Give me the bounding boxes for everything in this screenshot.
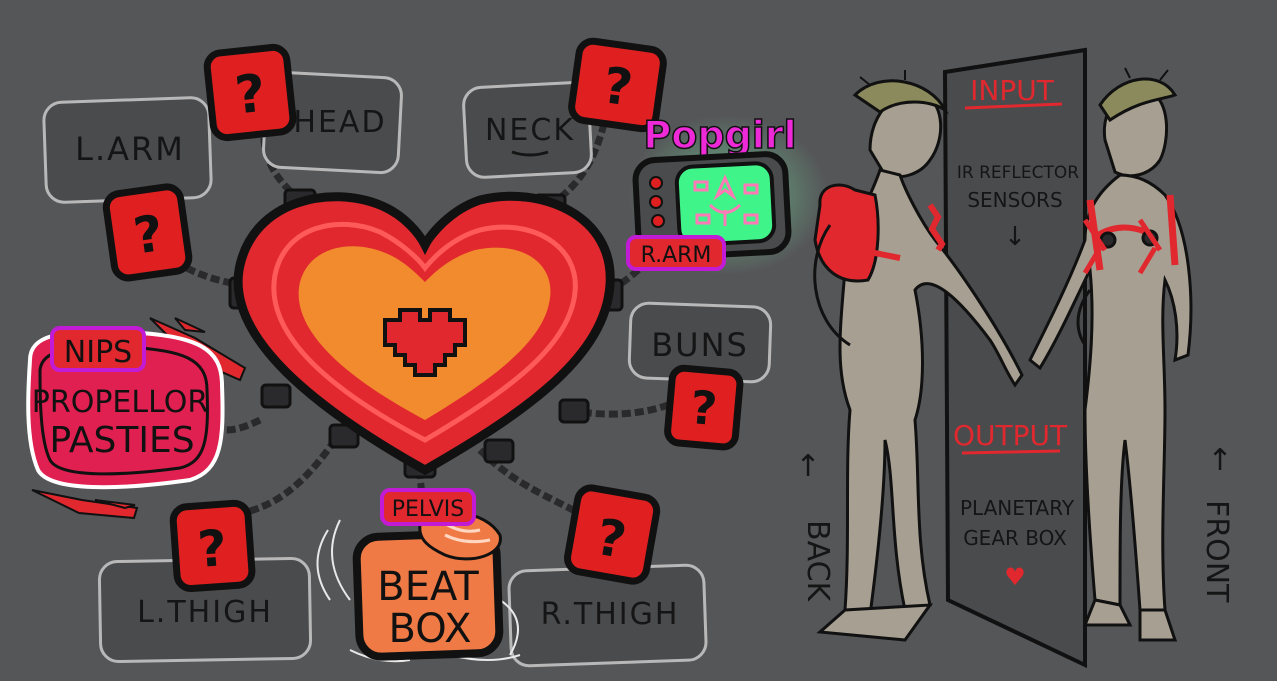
beatbox-line1: BEAT bbox=[377, 564, 479, 610]
slot-larm: L.ARM bbox=[42, 96, 213, 204]
unknown-module-rthigh: ? bbox=[564, 484, 661, 585]
unknown-module-head: ? bbox=[203, 43, 297, 142]
front-label: FRONT bbox=[1199, 500, 1234, 603]
input-arrow-icon: ↓ bbox=[1004, 222, 1026, 252]
output-line2: GEAR BOX bbox=[963, 526, 1067, 550]
beatbox-line2: BOX bbox=[388, 606, 471, 652]
unknown-module-lthigh-mark: ? bbox=[196, 519, 229, 579]
unknown-module-buns: ? bbox=[664, 364, 744, 451]
popgirl-tag: R.ARM bbox=[641, 243, 712, 268]
info-panel: INPUT IR REFLECTOR SENSORS ↓ OUTPUT PLAN… bbox=[942, 47, 1087, 669]
unknown-module-buns-mark: ? bbox=[688, 380, 719, 436]
slot-buns-label: BUNS bbox=[651, 326, 749, 364]
popgirl-device: Popgirl R.ARM bbox=[626, 112, 828, 275]
input-line2: SENSORS bbox=[967, 188, 1062, 212]
popgirl-title: Popgirl bbox=[643, 113, 796, 157]
nips-tag: NIPS bbox=[64, 335, 132, 370]
front-arrow-icon: ↑ bbox=[1207, 443, 1232, 478]
back-label-group: ↑ BACK bbox=[795, 449, 835, 603]
slot-lthigh-label: L.THIGH bbox=[137, 595, 273, 630]
nips-line1: PROPELLOR bbox=[32, 385, 208, 420]
slot-rthigh: R.THIGH bbox=[507, 563, 708, 668]
output-line1: PLANETARY bbox=[960, 496, 1075, 520]
slot-buns: BUNS bbox=[627, 301, 773, 384]
output-heart-icon: ♥ bbox=[1004, 563, 1026, 591]
heart-core bbox=[228, 188, 624, 479]
figure-back bbox=[813, 70, 1024, 642]
figure-front bbox=[1028, 67, 1193, 642]
slot-neck-label: NECK bbox=[485, 113, 575, 148]
nips-line2: PASTIES bbox=[49, 420, 194, 461]
beatbox-module: PELVIS BEAT BOX bbox=[316, 488, 521, 663]
slot-head: HEAD bbox=[261, 70, 403, 175]
slot-head-label: HEAD bbox=[293, 105, 386, 140]
output-title: OUTPUT bbox=[953, 419, 1068, 452]
unknown-module-lthigh: ? bbox=[169, 499, 256, 593]
input-title: INPUT bbox=[970, 74, 1055, 107]
back-label: BACK bbox=[800, 520, 835, 603]
unknown-module-larm: ? bbox=[102, 183, 193, 282]
unknown-module-head-mark: ? bbox=[232, 64, 268, 127]
nips-module: NIPS PROPELLOR PASTIES bbox=[26, 317, 247, 520]
front-label-group: ↑ FRONT bbox=[1199, 443, 1234, 603]
back-arrow-icon: ↑ bbox=[795, 449, 820, 484]
pelvis-tag: PELVIS bbox=[392, 497, 465, 522]
slot-rthigh-label: R.THIGH bbox=[541, 597, 680, 632]
unknown-module-neck: ? bbox=[568, 37, 667, 133]
input-line1: IR REFLECTOR bbox=[957, 163, 1079, 183]
slot-larm-label: L.ARM bbox=[75, 130, 185, 168]
slot-neck: NECK bbox=[462, 81, 593, 179]
